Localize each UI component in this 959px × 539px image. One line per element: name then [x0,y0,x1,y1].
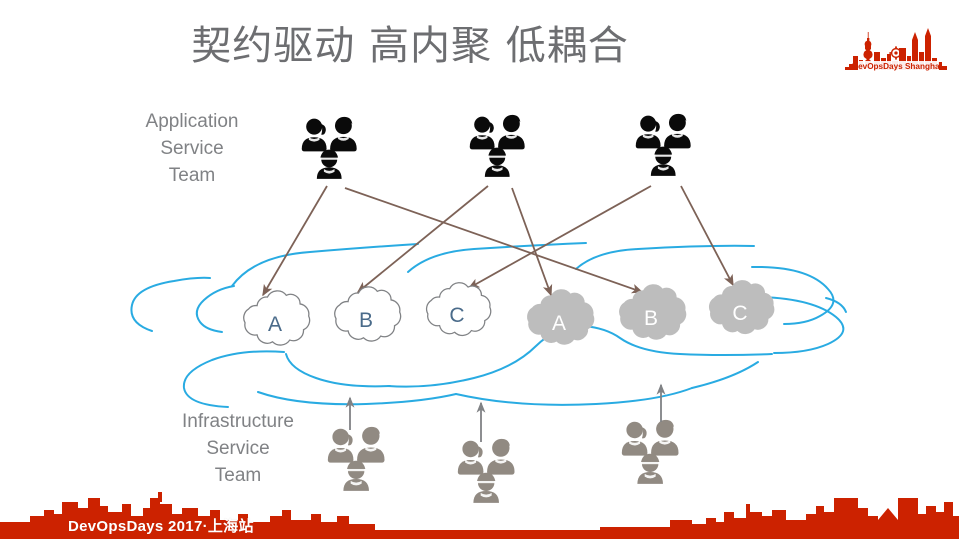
application-teams [301,113,691,179]
devopsdays-shanghai-logo: DevOpsDays Shanghai [845,18,949,76]
banner-text: DevOpsDays 2017·上海站 [68,518,254,535]
app-team-group-1 [301,116,357,179]
arrow-team2-to-svc-b-white [356,185,489,293]
arrow-team3-to-svc-c-white [467,185,652,289]
service-clouds-white: A B C [243,282,492,346]
logo-text: DevOpsDays Shanghai [852,62,942,71]
platform-cloud-outline [130,242,847,408]
infra-team-group-1 [327,426,385,491]
service-cloud-c-gray-label: C [732,302,747,325]
service-cloud-a-white-label: A [268,313,282,336]
application-service-team-label: Application Service Team [113,108,271,189]
service-clouds-gray: A B C [527,280,775,345]
service-cloud-b-gray-label: B [644,307,658,330]
app-label-line-2: Service [160,138,224,159]
app-to-service-arrows [262,185,734,297]
arrow-team3-to-svc-c-gray [680,185,734,287]
service-cloud-c-white-label: C [449,304,464,327]
app-label-line-1: Application [145,111,239,132]
infrastructure-service-team-label: Infrastructure Service Team [150,408,326,489]
infra-team-group-3 [621,419,679,484]
infra-to-cloud-arrows [345,383,666,442]
page-title: 契约驱动 高内聚 低耦合 [191,23,629,69]
bottom-banner [0,486,959,539]
infra-label-line-3: Team [214,465,262,486]
skyline-graphic [0,492,959,539]
service-cloud-b-white-label: B [359,309,373,332]
arrow-team1-to-svc-b-gray [344,187,644,294]
arrow-team2-to-svc-a-gray [511,187,553,297]
infra-label-line-2: Service [206,438,270,459]
service-cloud-a-gray-label: A [552,312,566,335]
app-team-group-2 [469,114,525,177]
app-team-group-3 [635,113,691,176]
arrow-team1-to-svc-a-white [262,185,328,297]
app-label-line-3: Team [168,165,216,186]
infra-label-line-1: Infrastructure [182,411,294,432]
